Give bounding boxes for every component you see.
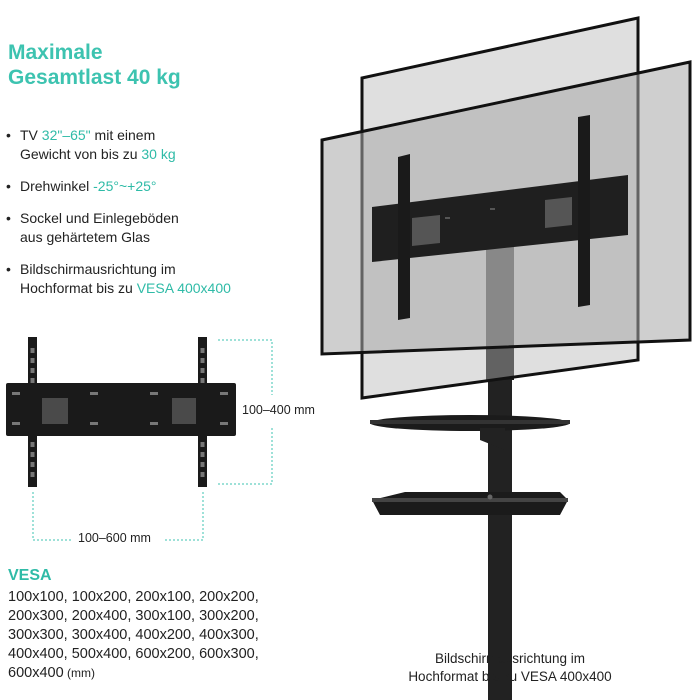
- vertical-dimension-bottom: [218, 428, 273, 485]
- vesa-line: 300x300, 300x400, 400x200, 400x300,: [8, 627, 259, 643]
- headline-line-1: Maximale: [8, 41, 103, 64]
- bullet-icon: •: [6, 210, 11, 226]
- feature-highlight: -25°~+25°: [93, 178, 157, 194]
- vesa-unit: (mm): [63, 666, 95, 680]
- feature-text: mit einem: [90, 127, 156, 143]
- feature-text: TV: [20, 127, 42, 143]
- bullet-icon: •: [6, 178, 11, 194]
- vesa-title: VESA: [8, 567, 52, 584]
- mount-slots: [12, 348, 228, 477]
- feature-text: aus gehärtetem Glas: [20, 229, 150, 245]
- horizontal-dimension-label: 100–600 mm: [78, 531, 151, 545]
- feature-text: Sockel und Einlegeböden: [20, 210, 179, 226]
- feature-highlight: 32"–65": [41, 127, 91, 143]
- feature-text: Bildschirmausrichtung im: [20, 261, 176, 277]
- headline: Maximale Gesamtlast 40 kg: [8, 40, 181, 90]
- horizontal-dimension-left: [32, 492, 72, 541]
- dimension-lines: [32, 339, 273, 541]
- feature-item: • Sockel und Einlegeböden aus gehärtetem G…: [6, 209, 306, 247]
- feature-text: Hochformat bis zu: [20, 280, 137, 296]
- headline-line-2: Gesamtlast 40 kg: [8, 66, 181, 89]
- vesa-line: 400x400, 500x400, 600x200, 600x300,: [8, 646, 259, 662]
- feature-highlight: 30 kg: [141, 146, 176, 162]
- feature-item: • Bildschirmausrichtung im Hochformat bis …: [6, 260, 306, 298]
- caption-line-1: Bildschirmausrichtung im: [434, 651, 586, 666]
- horizontal-dimension-right: [165, 492, 204, 541]
- vesa-line: 200x300, 200x400, 300x100, 300x200,: [8, 608, 259, 624]
- lower-glass-shelf: [372, 492, 568, 515]
- caption-line-2: Hochformat bis zu VESA 400x400: [408, 669, 612, 684]
- bullet-icon: •: [6, 261, 11, 277]
- feature-text: Drehwinkel: [20, 178, 94, 194]
- vesa-mount: [6, 337, 236, 487]
- feature-item: • Drehwinkel -25°~+25°: [6, 177, 306, 196]
- vesa-line: 100x100, 100x200, 200x100, 200x200,: [8, 589, 259, 605]
- shelf-bracket: [480, 428, 505, 450]
- orientation-caption: Bildschirmausrichtung im Hochformat bis …: [395, 650, 625, 686]
- vertical-dimension-top: [218, 339, 273, 395]
- vertical-dimension-label: 100–400 mm: [242, 403, 315, 417]
- feature-highlight: VESA 400x400: [136, 280, 231, 296]
- vesa-patterns: 100x100, 100x200, 200x100, 200x200, 200x3…: [8, 588, 308, 683]
- vesa-line: 600x400 (mm): [8, 665, 95, 681]
- feature-text: Gewicht von bis zu: [20, 146, 142, 162]
- stand-mount: [372, 115, 628, 320]
- bullet-icon: •: [6, 127, 11, 143]
